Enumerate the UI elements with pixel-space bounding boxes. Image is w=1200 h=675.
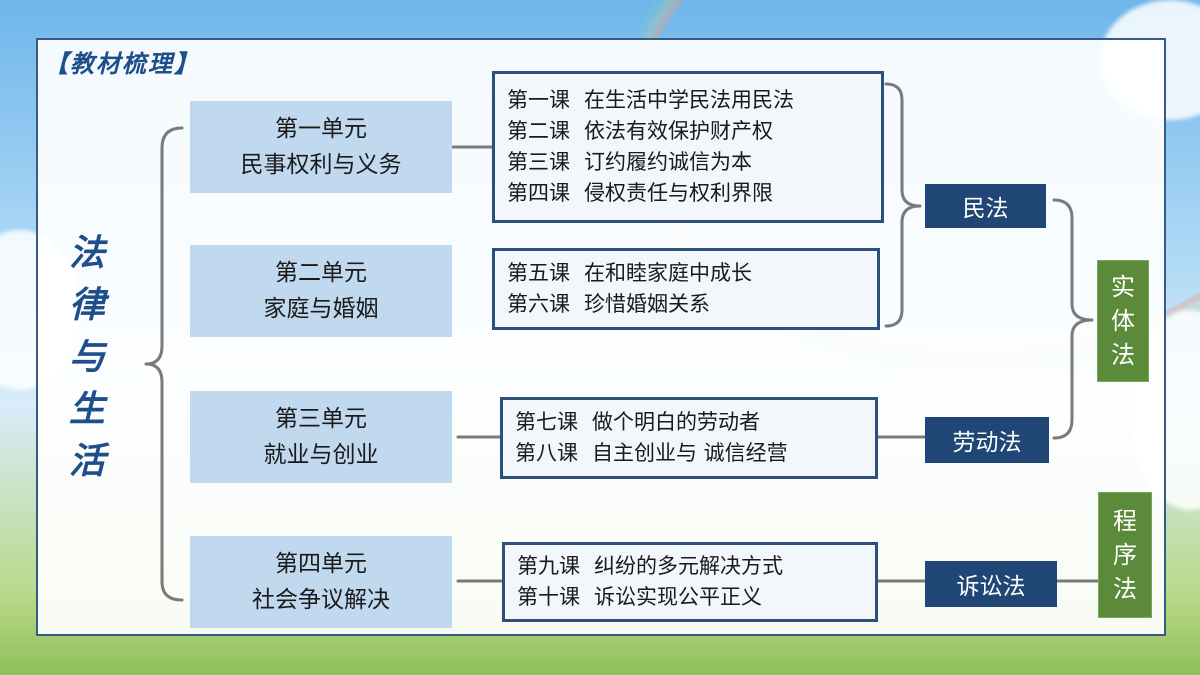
category-char: 序 (1113, 541, 1137, 569)
lesson-title: 做个明白的劳动者 (592, 410, 760, 434)
lesson-number: 第六课 (507, 292, 570, 316)
lesson-item: 第一课在生活中学民法用民法 (507, 85, 869, 116)
title-char: 法 (68, 233, 105, 274)
civil-law-box: 民法 (925, 184, 1046, 228)
section-header: 【教材梳理】 (44, 50, 200, 78)
lesson-number: 第八课 (515, 441, 578, 465)
lesson-item: 第八课自主创业与 诚信经营 (515, 438, 863, 469)
lesson-group-2: 第五课在和睦家庭中成长 第六课珍惜婚姻关系 (492, 248, 880, 330)
lesson-item: 第七课做个明白的劳动者 (515, 407, 863, 438)
lesson-item: 第十课诉讼实现公平正义 (517, 582, 863, 613)
lesson-item: 第二课依法有效保护财产权 (507, 116, 869, 147)
lesson-title: 依法有效保护财产权 (584, 119, 773, 143)
lesson-number: 第五课 (507, 261, 570, 285)
category-char: 法 (1113, 575, 1137, 603)
unit-box-4: 第四单元 社会争议解决 (190, 536, 452, 628)
lesson-title: 自主创业与 诚信经营 (592, 441, 788, 465)
lesson-number: 第十课 (517, 585, 580, 609)
lesson-item: 第四课侵权责任与权利界限 (507, 178, 869, 209)
lesson-item: 第三课订约履约诚信为本 (507, 147, 869, 178)
lesson-item: 第六课珍惜婚姻关系 (507, 289, 865, 320)
lesson-group-4: 第九课纠纷的多元解决方式 第十课诉讼实现公平正义 (502, 542, 878, 622)
lesson-title: 诉讼实现公平正义 (594, 585, 762, 609)
labor-law-box: 劳动法 (925, 417, 1049, 463)
unit-box-1: 第一单元 民事权利与义务 (190, 101, 452, 193)
unit-name: 就业与创业 (263, 442, 379, 468)
unit-name: 社会争议解决 (252, 587, 390, 613)
category-char: 体 (1111, 307, 1135, 335)
lesson-number: 第七课 (515, 410, 578, 434)
lesson-title: 珍惜婚姻关系 (584, 292, 710, 316)
title-char: 活 (68, 441, 105, 482)
lesson-number: 第一课 (507, 88, 570, 112)
lesson-group-1: 第一课在生活中学民法用民法 第二课依法有效保护财产权 第三课订约履约诚信为本 第… (492, 71, 884, 223)
substantive-brace (1052, 198, 1094, 440)
unit-name: 民事权利与义务 (240, 152, 402, 178)
lesson-title: 在和睦家庭中成长 (584, 261, 752, 285)
lesson-number: 第二课 (507, 119, 570, 143)
lesson-item: 第五课在和睦家庭中成长 (507, 258, 865, 289)
lesson-title: 侵权责任与权利界限 (584, 181, 773, 205)
unit-box-3: 第三单元 就业与创业 (190, 391, 452, 483)
title-char: 律 (68, 285, 105, 326)
lesson-item: 第九课纠纷的多元解决方式 (517, 551, 863, 582)
title-char: 生 (68, 389, 105, 430)
category-char: 实 (1111, 273, 1135, 301)
left-brace (144, 126, 184, 602)
civil-brace (884, 82, 922, 328)
lesson-number: 第三课 (507, 150, 570, 174)
unit-number: 第四单元 (275, 551, 367, 577)
unit-box-2: 第二单元 家庭与婚姻 (190, 245, 452, 337)
lesson-number: 第四课 (507, 181, 570, 205)
category-char: 法 (1111, 341, 1135, 369)
unit-number: 第三单元 (275, 406, 367, 432)
lesson-title: 在生活中学民法用民法 (584, 88, 794, 112)
category-char: 程 (1113, 507, 1137, 535)
procedural-law-label: 程 序 法 (1098, 492, 1152, 618)
substantive-law-label: 实 体 法 (1097, 260, 1149, 382)
lesson-title: 订约履约诚信为本 (584, 150, 752, 174)
unit-number: 第二单元 (275, 260, 367, 286)
lesson-number: 第九课 (517, 554, 580, 578)
lesson-group-3: 第七课做个明白的劳动者 第八课自主创业与 诚信经营 (500, 397, 878, 479)
title-char: 与 (68, 337, 105, 378)
lesson-title: 纠纷的多元解决方式 (594, 554, 783, 578)
unit-number: 第一单元 (275, 116, 367, 142)
unit-name: 家庭与婚姻 (263, 296, 379, 322)
litigation-law-box: 诉讼法 (925, 561, 1057, 607)
vertical-title: 法 律 与 生 活 (58, 228, 116, 488)
